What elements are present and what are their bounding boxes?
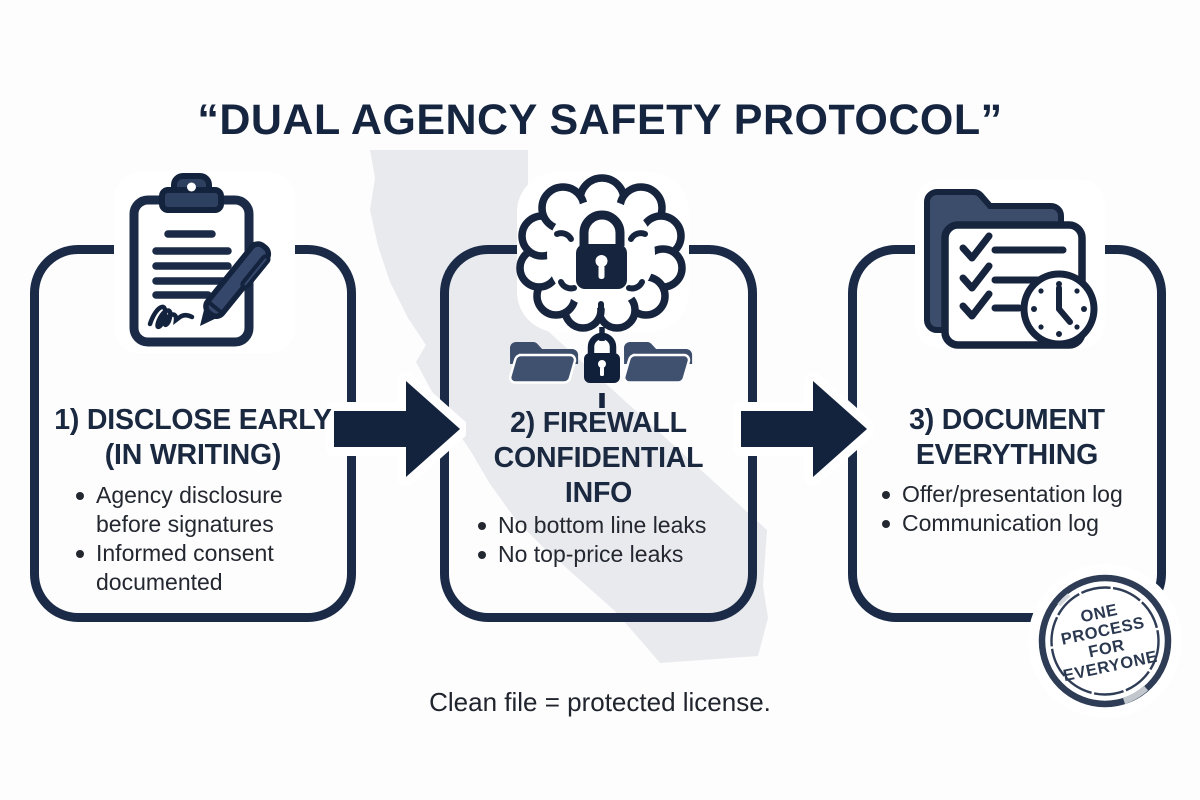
page-title: “DUAL AGENCY SAFETY PROTOCOL” (197, 96, 1003, 144)
step-3-heading-line: 3) DOCUMENT (909, 404, 1105, 436)
step-1-heading-line: (IN WRITING) (104, 439, 282, 471)
arrow-right-icon (733, 372, 873, 486)
step-3-heading: 3) DOCUMENT EVERYTHING (848, 403, 1166, 473)
step-1-bullet-list: Agency disclosure before signatures Info… (76, 481, 301, 597)
folder-icon (508, 341, 579, 384)
bullet-item: Agency disclosure before signatures (76, 481, 301, 539)
step-2-heading-line: INFO (564, 477, 633, 509)
step-2-heading-line: 2) FIREWALL (510, 407, 687, 439)
bullet-item: Offer/presentation log (882, 481, 1123, 507)
step-2-heading-line: CONFIDENTIAL (493, 442, 704, 474)
arrow-right-icon (326, 372, 466, 486)
step-1-heading-line: 1) DISCLOSE EARLY (54, 404, 332, 436)
padlock-icon (584, 332, 620, 383)
folder-icon (622, 341, 693, 384)
bullet-item: No top-price leaks (477, 540, 706, 569)
one-process-stamp-badge: ONE PROCESS FOR EVERYONE (1028, 564, 1182, 718)
bullet-item: Informed consent documented (76, 539, 301, 597)
clipboard-pen-icon (114, 172, 295, 353)
folder-checklist-clock-icon (915, 180, 1105, 349)
bullet-item: No bottom line leaks (477, 512, 707, 538)
step-2-bullet-list: No bottom line leaks No top-price leaks (477, 511, 707, 569)
step-3-heading-line: EVERYTHING (915, 439, 1099, 471)
footer-tagline: Clean file = protected license. (429, 687, 771, 717)
step-1-heading: 1) DISCLOSE EARLY (IN WRITING) (30, 403, 356, 473)
clock-icon (1020, 270, 1098, 348)
step-2-heading: 2) FIREWALL CONFIDENTIAL INFO (440, 406, 757, 511)
step-3-bullet-list: Offer/presentation log Communication log (882, 480, 1123, 538)
brain-lock-icon (508, 172, 693, 408)
bullet-item: Communication log (882, 509, 1123, 538)
